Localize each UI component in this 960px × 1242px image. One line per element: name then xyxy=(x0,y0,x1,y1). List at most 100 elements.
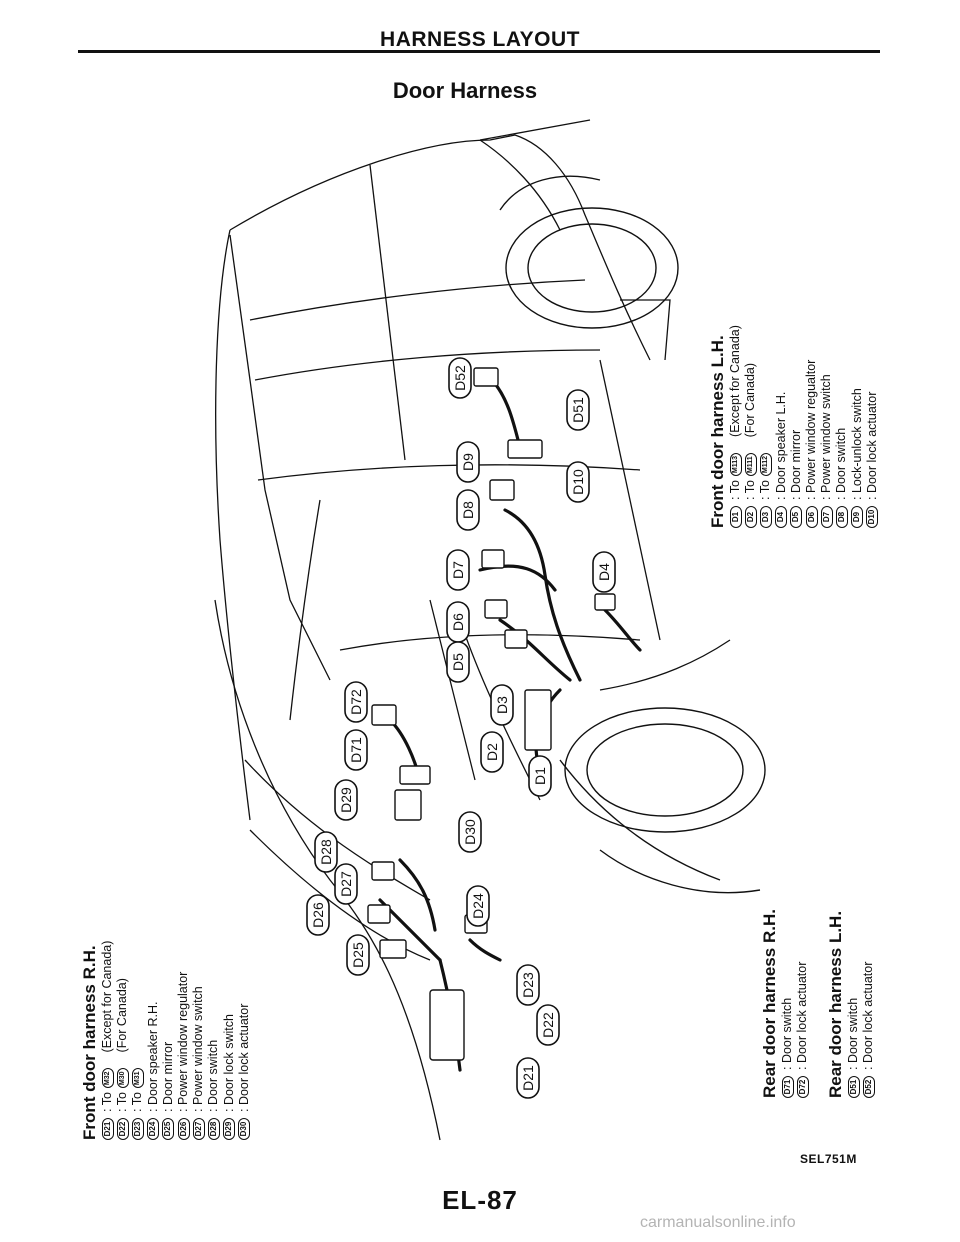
callout-label: D25 xyxy=(350,942,366,968)
reference-connector-badge: M111 xyxy=(744,453,757,477)
legend-row-description: : Door switch xyxy=(846,997,860,1070)
connector-code-badge: D21 xyxy=(101,1118,114,1140)
legend-row: D51 : Door switch xyxy=(846,911,861,1098)
callout-frame xyxy=(448,357,472,399)
callout-frame xyxy=(592,551,616,593)
legend-row: D52: Door lock actuator xyxy=(861,911,876,1098)
connector-code-badge: D27 xyxy=(192,1118,205,1140)
callout-label: D27 xyxy=(338,871,354,897)
callout-d1: D1 xyxy=(528,755,552,797)
legend-row: D29: Door lock switch xyxy=(222,941,237,1140)
callout-d30: D30 xyxy=(458,811,482,853)
legend-row: D30: Door lock actuator xyxy=(237,941,252,1140)
callout-d7: D7 xyxy=(446,549,470,591)
callout-frame xyxy=(346,934,370,976)
callout-label: D9 xyxy=(460,453,476,471)
legend-row: D72: Door lock actuator xyxy=(795,909,810,1098)
legend-row: D71: Door switch xyxy=(780,909,795,1098)
legend-row-description: : Door lock actuator xyxy=(236,1003,251,1112)
callout-d25: D25 xyxy=(346,934,370,976)
callout-frame xyxy=(466,885,490,927)
callout-label: D21 xyxy=(520,1065,536,1091)
callout-d23: D23 xyxy=(516,964,540,1006)
callout-label: D1 xyxy=(532,767,548,785)
legend-row: D23 : To M31 xyxy=(130,941,145,1140)
legend-row-description: : Door switch xyxy=(206,1039,221,1112)
callout-label: D3 xyxy=(494,696,510,714)
callout-label: D51 xyxy=(570,397,586,423)
legend-row-description: : Door mirror xyxy=(788,429,803,500)
callout-frame xyxy=(314,831,338,873)
connector-code-badge: D24 xyxy=(147,1118,160,1140)
legend-row-description: : Door speaker R.H. xyxy=(145,1001,160,1112)
connector-code-badge: D10 xyxy=(866,506,879,528)
callout-label: D28 xyxy=(318,839,334,865)
callout-label: D8 xyxy=(460,501,476,519)
callout-label: D23 xyxy=(520,972,536,998)
legend-row: D24 : Door speaker R.H. xyxy=(146,941,161,1140)
legend-row: D25: Door mirror xyxy=(161,941,176,1140)
callout-label: D29 xyxy=(338,787,354,813)
callout-d29: D29 xyxy=(334,779,358,821)
callout-frame xyxy=(306,894,330,936)
legend-row: D10 : Door lock actuator xyxy=(865,325,880,528)
callout-d3: D3 xyxy=(490,684,514,726)
callout-d26: D26 xyxy=(306,894,330,936)
callout-frame xyxy=(344,729,368,771)
legend-front-lh-title: Front door harness L.H. xyxy=(708,335,727,528)
legend-row: D6: Power window regualtor xyxy=(804,325,819,528)
legend-row-description: : To xyxy=(100,1092,114,1112)
legend-row-note: (Except for Canada) xyxy=(100,940,114,1053)
legend-row-description: : Door lock actuator xyxy=(864,391,879,500)
callout-frame xyxy=(566,461,590,503)
callout-frame xyxy=(490,684,514,726)
callout-frame xyxy=(528,755,552,797)
connector-code-badge: D51 xyxy=(847,1076,860,1098)
wheel-front-left xyxy=(559,707,766,894)
legend-row-description: : Power window switch xyxy=(191,986,206,1112)
callout-label: D2 xyxy=(484,743,500,761)
legend-front-rh-title: Front door harness R.H. xyxy=(80,945,99,1140)
legend-row: D28: Door switch xyxy=(206,941,221,1140)
callout-layer: D52D51D9D8D10D7D6D5D4D3D2D1D72D71D29D30D… xyxy=(306,357,616,1099)
legend-row: D4: Door speaker L.H. xyxy=(774,325,789,528)
callout-frame xyxy=(536,1004,560,1046)
callout-label: D4 xyxy=(596,563,612,581)
legend-row-description: : Door lock actuator xyxy=(795,961,810,1070)
reference-connector-badge: M113 xyxy=(729,452,742,477)
callout-d5: D5 xyxy=(446,641,470,683)
reference-connector-badge: M32 xyxy=(101,1068,114,1089)
callout-frame xyxy=(516,964,540,1006)
legend-row: D9: Lock-unlock switch xyxy=(850,325,865,528)
callout-frame xyxy=(566,389,590,431)
callout-d24: D24 xyxy=(466,885,490,927)
connector-code-badge: D7 xyxy=(820,506,833,528)
callout-label: D6 xyxy=(450,613,466,631)
legend-row-description: : Door speaker L.H. xyxy=(773,391,788,500)
callout-d72: D72 xyxy=(344,681,368,723)
reference-connector-badge: M31 xyxy=(132,1068,144,1089)
figure-code: SEL751M xyxy=(800,1152,857,1166)
legend-row: D7 : Power window switch xyxy=(819,325,834,528)
legend-row-description: : To xyxy=(130,1092,145,1112)
callout-frame xyxy=(480,731,504,773)
connector-code-badge: D3 xyxy=(760,506,772,528)
callout-frame xyxy=(334,779,358,821)
callout-d4: D4 xyxy=(592,551,616,593)
callout-frame xyxy=(456,489,480,531)
callout-frame xyxy=(334,863,358,905)
callout-label: D26 xyxy=(310,902,326,928)
legend-row-description: : Power window switch xyxy=(819,374,834,500)
page-number: EL-87 xyxy=(442,1185,518,1215)
vehicle-outline xyxy=(214,119,731,1141)
connector-code-badge: D23 xyxy=(132,1118,144,1140)
legend-rear-lh-title: Rear door harness L.H. xyxy=(826,910,845,1098)
